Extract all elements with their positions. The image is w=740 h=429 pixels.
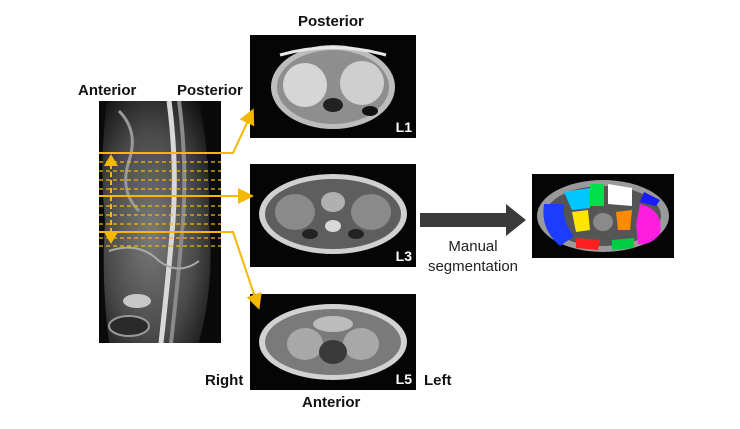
connector-arrows [221, 108, 262, 310]
segmentation-arrow [420, 204, 526, 236]
l5-slice-drawing [259, 304, 407, 380]
slice-planes [99, 161, 221, 247]
segment-blue-right [640, 192, 660, 206]
left-label: Left [424, 372, 452, 389]
right-label: Right [205, 372, 244, 389]
segmentation-result-image [532, 174, 674, 258]
axial-mri-l1: L1 [250, 35, 416, 138]
l1-slice-drawing [271, 45, 395, 129]
range-arrow [104, 154, 118, 244]
selected-planes [99, 152, 221, 233]
segment-magenta [636, 204, 661, 245]
anterior-label-top: Anterior [78, 82, 137, 99]
anterior-label-bottom: Anterior [302, 394, 361, 411]
slice-label-l3: L3 [395, 248, 412, 264]
segment-yellow [572, 210, 590, 232]
segmentation-caption: Manual segmentation [418, 237, 528, 277]
segment-green-bottom [612, 238, 634, 250]
segment-white [608, 184, 632, 206]
segment-red [576, 238, 600, 250]
l3-slice-drawing [259, 174, 407, 254]
posterior-label-top: Posterior [177, 82, 243, 99]
caption-line-1: Manual [448, 238, 498, 255]
connector-l1 [221, 108, 255, 154]
slice-label-l5: L5 [395, 371, 412, 387]
caption-line-2: segmentation [427, 258, 519, 275]
segment-orange [616, 210, 632, 230]
segmentation-drawing [537, 180, 669, 252]
slice-label-l1: L1 [395, 119, 412, 135]
posterior-title: Posterior [298, 13, 364, 30]
segment-blue-left [543, 204, 574, 246]
segment-green-top [590, 184, 604, 206]
axial-mri-l3: L3 [250, 164, 416, 267]
axial-mri-l5: L5 [250, 294, 416, 390]
segment-cyan [564, 188, 590, 210]
connector-l5 [221, 231, 262, 310]
